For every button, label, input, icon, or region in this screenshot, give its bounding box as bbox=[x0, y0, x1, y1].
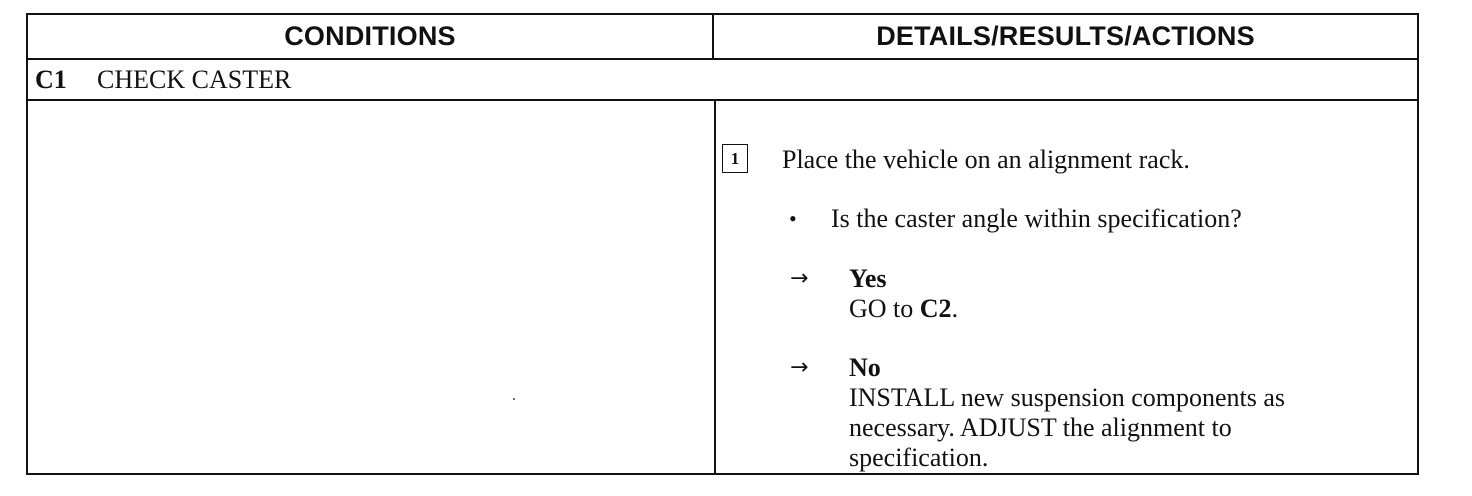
no-label: No bbox=[849, 353, 881, 382]
yes-block: Yes GO to C2. bbox=[849, 264, 958, 324]
diagnostic-table: CONDITIONS DETAILS/RESULTS/ACTIONS C1 CH… bbox=[26, 13, 1419, 475]
step-id: C1 bbox=[35, 65, 67, 94]
step-number-box: 1 bbox=[722, 144, 748, 173]
step-rule bbox=[28, 99, 1417, 101]
step-title: CHECK CASTER bbox=[97, 65, 292, 94]
no-action-line1: INSTALL new suspension components as bbox=[849, 383, 1286, 412]
column-divider bbox=[714, 101, 716, 473]
no-action-line2: necessary. ADJUST the alignment to bbox=[849, 413, 1232, 442]
no-action-line3: specification. bbox=[849, 443, 989, 472]
step-title-row: C1 CHECK CASTER bbox=[28, 60, 1417, 100]
header-rule bbox=[28, 58, 1417, 60]
conditions-cell bbox=[28, 101, 714, 473]
instruction-text: Place the vehicle on an alignment rack. bbox=[782, 145, 1190, 174]
no-block: No INSTALL new suspension components as … bbox=[849, 353, 1285, 473]
actions-header: DETAILS/RESULTS/ACTIONS bbox=[876, 21, 1255, 51]
yes-label: Yes bbox=[849, 264, 887, 293]
bullet-icon: • bbox=[789, 206, 797, 231]
conditions-header: CONDITIONS bbox=[28, 15, 714, 58]
scan-speck bbox=[513, 398, 515, 400]
yes-action: GO to C2. bbox=[849, 294, 959, 323]
question-text: Is the caster angle within specification… bbox=[831, 204, 1242, 233]
arrow-right-icon: → bbox=[790, 266, 809, 291]
arrow-right-icon: → bbox=[790, 355, 809, 380]
